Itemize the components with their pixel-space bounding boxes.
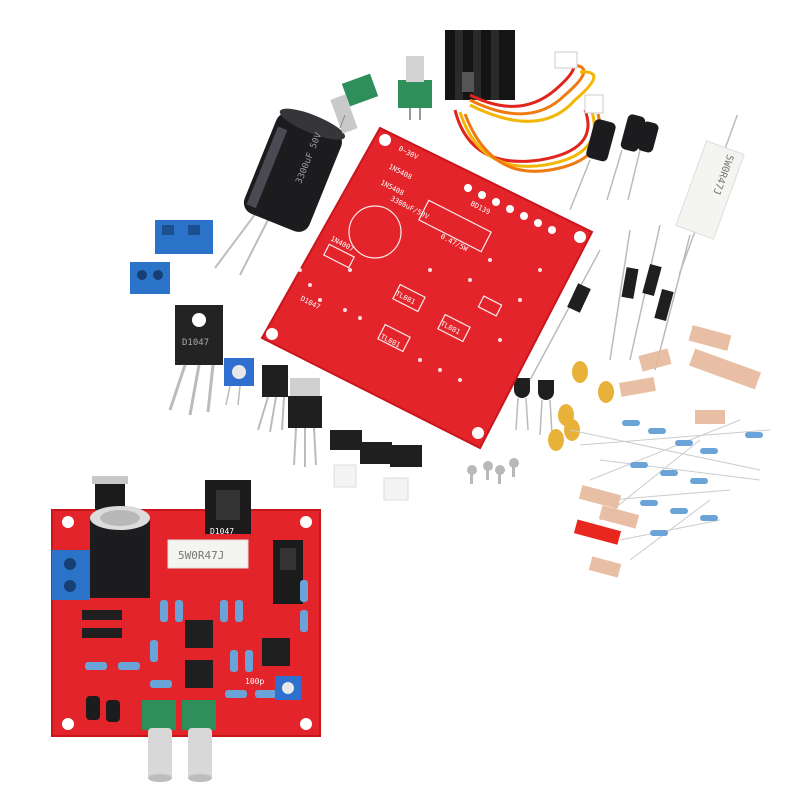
heatsink xyxy=(445,30,515,100)
wire-harness xyxy=(453,51,604,173)
terminal-block-small xyxy=(130,262,170,294)
dip-ic-1 xyxy=(330,430,362,488)
dip-ic-3 xyxy=(383,445,422,501)
transistors-to92 xyxy=(514,378,554,436)
dip-ic-2 xyxy=(360,442,392,464)
regulator-to220 xyxy=(288,378,322,467)
terminal-block-large xyxy=(155,220,213,254)
assembled-pcb-cap-label: 100p xyxy=(245,677,264,686)
diodes xyxy=(529,224,691,381)
potentiometer-metal xyxy=(398,56,432,120)
assembled-pcb: 5W0R47J xyxy=(51,476,321,782)
screws xyxy=(467,458,519,484)
kit-pcb-bare: 0~30V 1N5408 1N5408 3300uF/50V 1N4007 0.… xyxy=(260,126,594,450)
electrolytic-capacitor-large: 3300uF 50V xyxy=(214,108,346,276)
power-resistor: 5W0R47J xyxy=(675,114,745,275)
transistor-to126 xyxy=(257,365,288,433)
power-resistor-assembled-marking: 5W0R47J xyxy=(178,549,224,562)
trimmer-potentiometer xyxy=(224,358,254,406)
assembled-pcb-ic-label: D1047 xyxy=(210,527,234,536)
resistor-bundle xyxy=(569,325,771,578)
potentiometer-green xyxy=(330,73,379,134)
small-capacitors xyxy=(569,114,659,211)
transistor-to3p: D1047 xyxy=(168,305,223,416)
transistor-marking: D1047 xyxy=(182,338,209,348)
